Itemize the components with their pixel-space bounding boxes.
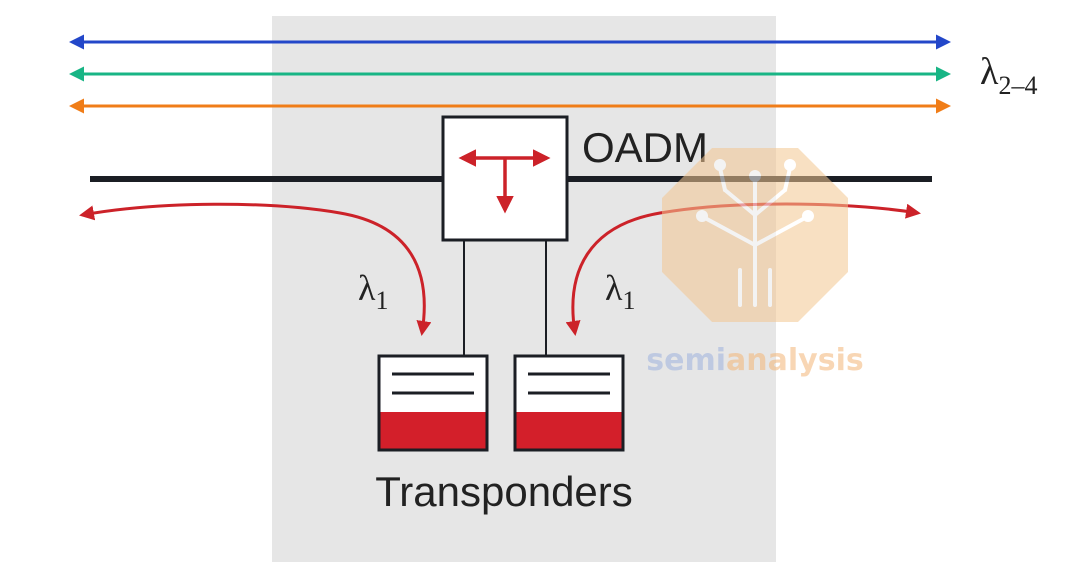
drop-curve-left bbox=[79, 202, 432, 336]
lambda-add-label: λ1 bbox=[605, 268, 635, 315]
oadm-arrow-icon bbox=[458, 149, 551, 214]
lambda-drop-symbol: λ bbox=[358, 268, 376, 308]
watermark-word-part-2: analysis bbox=[726, 343, 864, 378]
lambda-through-label: λ2–4 bbox=[980, 51, 1037, 100]
transponders-label: Transponders bbox=[375, 468, 633, 515]
transponder-right bbox=[513, 354, 625, 452]
watermark-tree-icon bbox=[696, 159, 814, 307]
lambda-drop-label: λ1 bbox=[358, 268, 388, 315]
lambda-add-subscript: 1 bbox=[622, 286, 635, 315]
watermark-wordmark: semianalysis bbox=[646, 343, 863, 378]
lambda-through-symbol: λ bbox=[980, 51, 999, 93]
lambda-through-subscript: 2–4 bbox=[998, 71, 1037, 100]
oadm-label: OADM bbox=[582, 124, 708, 171]
lambda-drop-subscript: 1 bbox=[375, 286, 388, 315]
transponder-left bbox=[377, 354, 489, 452]
lambda-add-symbol: λ bbox=[605, 268, 623, 308]
watermark-logo: semianalysis bbox=[646, 148, 864, 378]
watermark-word-part-1: semi bbox=[646, 343, 726, 378]
